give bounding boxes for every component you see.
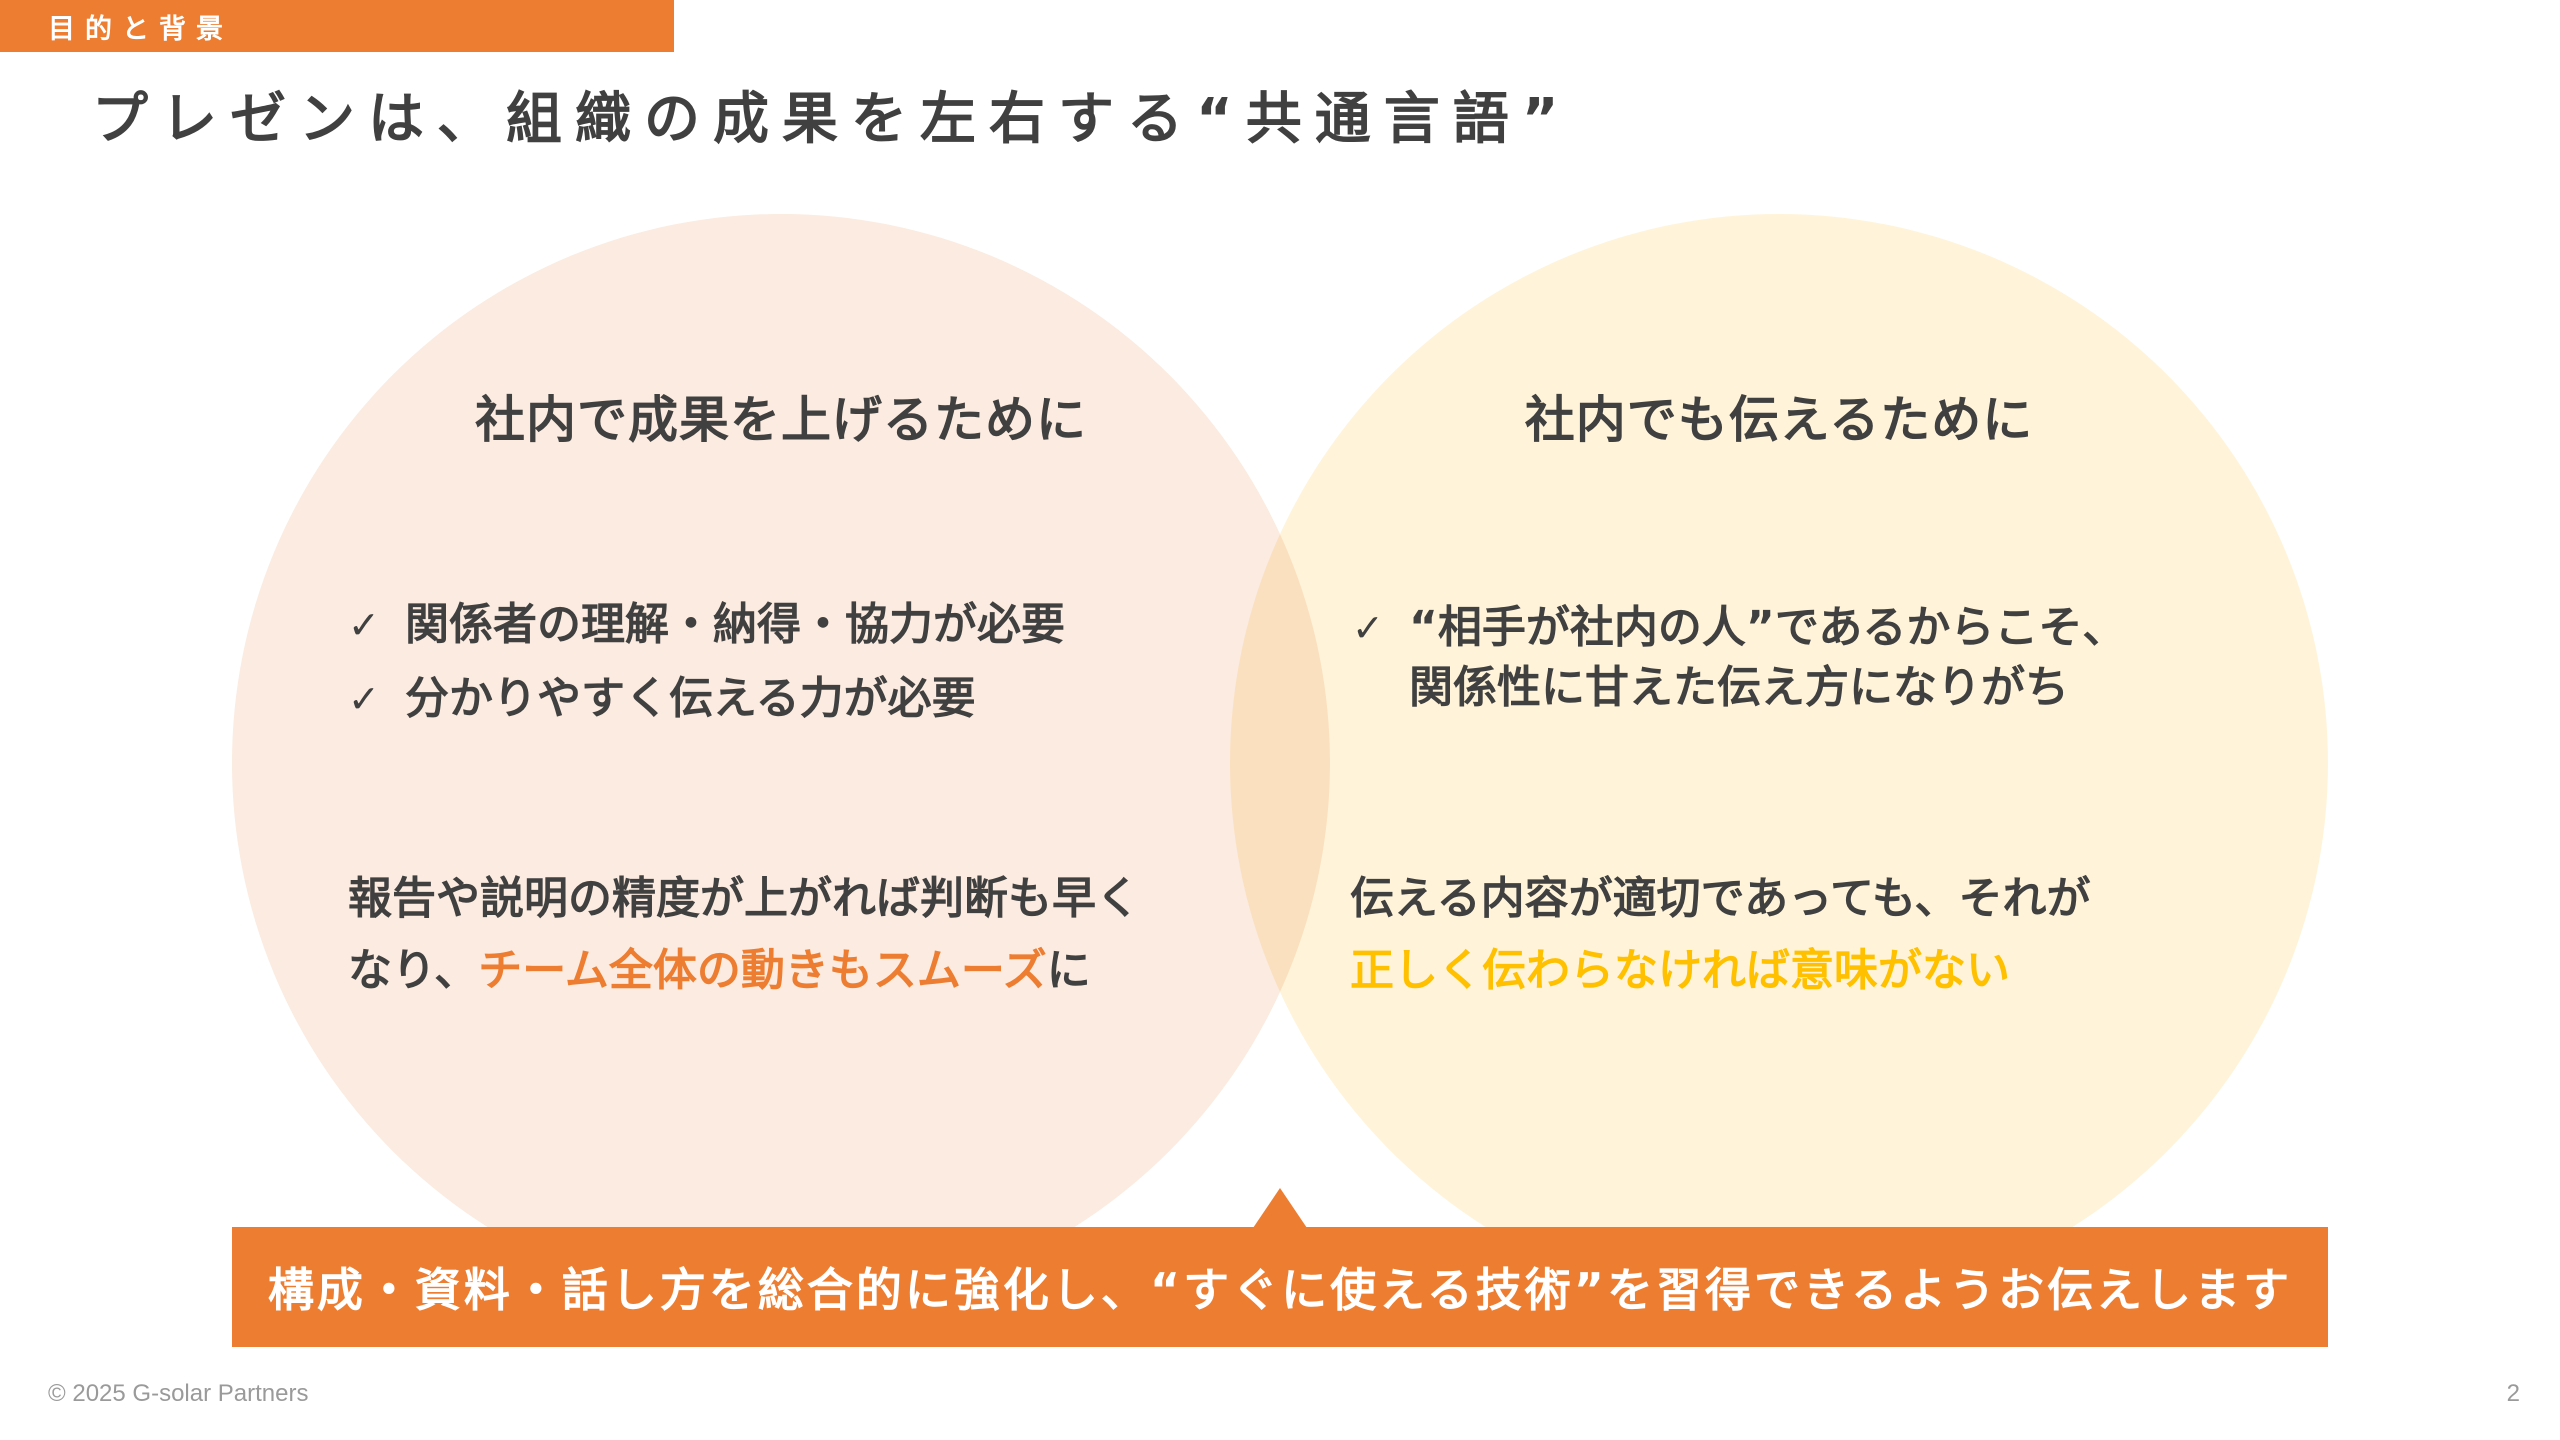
footer-copyright: © 2025 G-solar Partners bbox=[48, 1380, 309, 1407]
check-icon: ✓ bbox=[348, 677, 380, 721]
page-title: プレゼンは、組織の成果を左右する“共通言語” bbox=[92, 87, 1572, 152]
banner-text: 構成・資料・話し方を総合的に強化し、“すぐに使える技術”を習得できるようお伝えし… bbox=[267, 1263, 2293, 1317]
checklist-item-text: 関係性に甘えた伝え方になりがち bbox=[1409, 662, 2069, 713]
highlight-text: 正しく伝わらなければ意味がない bbox=[1350, 945, 2010, 996]
section-tag: 目的と背景 bbox=[0, 0, 674, 52]
right-checklist: ✓ “相手が社内の人”であるからこそ、 関係性に甘えた伝え方になりがち bbox=[1352, 598, 2126, 718]
check-icon: ✓ bbox=[348, 603, 380, 647]
checklist-item-text: 関係者の理解・納得・協力が必要 bbox=[405, 599, 1065, 650]
left-summary-paragraph: 報告や説明の精度が上がれば判断も早く なり、チーム全体の動きもスムーズに bbox=[348, 863, 1140, 1007]
left-circle-heading: 社内で成果を上げるために bbox=[475, 391, 1087, 449]
checklist-item-text: 分かりやすく伝える力が必要 bbox=[405, 673, 976, 724]
page-number: 2 bbox=[2506, 1380, 2520, 1407]
paragraph-line: 報告や説明の精度が上がれば判断も早く bbox=[348, 873, 1140, 924]
conclusion-banner: 構成・資料・話し方を総合的に強化し、“すぐに使える技術”を習得できるようお伝えし… bbox=[232, 1227, 2328, 1347]
checklist-item: ✓ 分かりやすく伝える力が必要 bbox=[348, 662, 1065, 736]
checklist-item-continuation: 関係性に甘えた伝え方になりがち bbox=[1352, 658, 2126, 718]
paragraph-line: 伝える内容が適切であっても、それが bbox=[1350, 873, 2091, 924]
right-circle-heading: 社内でも伝えるために bbox=[1524, 391, 2034, 449]
paragraph-text: なり、 bbox=[348, 945, 479, 996]
highlight-text: チーム全体の動きもスムーズ bbox=[478, 945, 1047, 996]
venn-circle-right bbox=[1230, 214, 2328, 1312]
paragraph-line: なり、チーム全体の動きもスムーズに bbox=[348, 935, 1140, 1007]
venn-circle-left bbox=[232, 214, 1330, 1312]
checklist-item: ✓ 関係者の理解・納得・協力が必要 bbox=[348, 588, 1065, 662]
paragraph-text: に bbox=[1046, 945, 1091, 996]
banner-arrow-icon bbox=[1253, 1188, 1307, 1228]
check-icon: ✓ bbox=[1352, 606, 1384, 650]
section-tag-label: 目的と背景 bbox=[48, 13, 233, 45]
left-checklist: ✓ 関係者の理解・納得・協力が必要 ✓ 分かりやすく伝える力が必要 bbox=[348, 588, 1065, 736]
checklist-item-text: “相手が社内の人”であるからこそ、 bbox=[1409, 602, 2127, 653]
right-summary-paragraph: 伝える内容が適切であっても、それが 正しく伝わらなければ意味がない bbox=[1350, 863, 2091, 1007]
checklist-item: ✓ “相手が社内の人”であるからこそ、 bbox=[1352, 598, 2126, 658]
